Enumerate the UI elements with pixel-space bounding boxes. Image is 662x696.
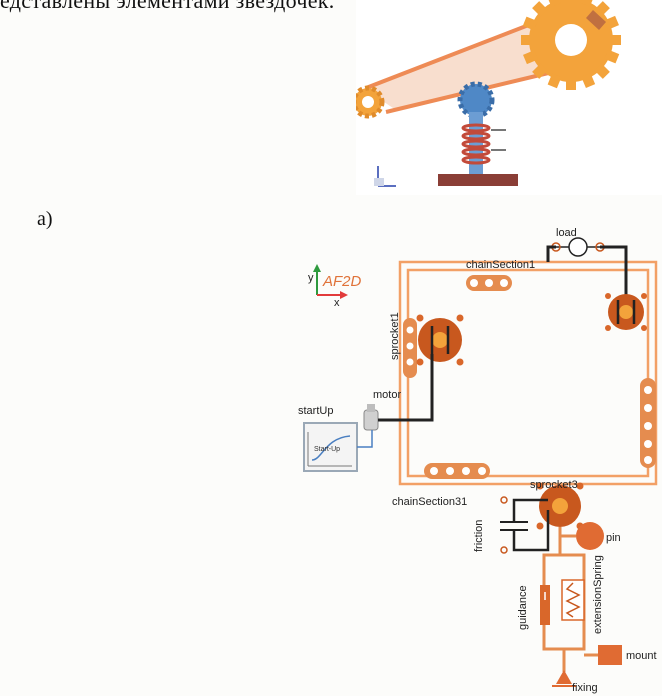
extension-spring-icon[interactable] — [561, 579, 585, 621]
chain-section1-label: chainSection1 — [466, 259, 535, 271]
axis-y-label: y — [308, 272, 314, 284]
chain-loop — [398, 260, 658, 486]
extension-spring-label: extensionSpring — [592, 555, 604, 634]
start-up-label: startUp — [298, 405, 333, 417]
load-label: load — [556, 227, 577, 239]
pin-label: pin — [606, 532, 621, 544]
guidance-icon[interactable] — [540, 585, 550, 625]
load-inertia-icon[interactable] — [551, 237, 605, 257]
chain-section2[interactable] — [640, 378, 656, 468]
frame-af2d-label: AF2D — [322, 273, 362, 290]
chain-section1[interactable] — [466, 275, 512, 291]
base-plate — [438, 174, 518, 186]
blue-gear-icon — [457, 81, 506, 174]
signal-wire — [357, 430, 373, 448]
sprocket1-icon[interactable] — [416, 314, 464, 366]
start-up-block-text: Start-Up — [314, 446, 340, 453]
pin-icon[interactable] — [560, 522, 604, 550]
chain-section31[interactable] — [424, 463, 490, 479]
figure-label: а) — [37, 208, 53, 230]
page-text-fragment: едставлены элементами звездочек. — [0, 0, 335, 13]
chain-section31-label: chainSection31 — [392, 496, 467, 508]
motor-icon[interactable] — [363, 404, 379, 431]
load-wire — [600, 245, 628, 300]
large-gear-icon — [521, 0, 621, 90]
mount-label: mount — [626, 650, 657, 662]
friction-icon[interactable] — [500, 496, 550, 554]
motor-label: motor — [373, 389, 401, 401]
frame-af2d-icon[interactable]: y x AF2D — [308, 264, 362, 309]
load-wire-left — [546, 245, 556, 262]
motor-wire — [378, 354, 434, 422]
axes-icon — [374, 166, 396, 187]
axis-x-label: x — [334, 297, 340, 309]
sprocket3-label: sprocket3 — [530, 479, 578, 491]
small-gear-icon — [356, 85, 385, 119]
fixing-label: fixing — [572, 682, 598, 694]
sprocket1-label: sprocket1 — [389, 312, 401, 360]
chain-drive-illustration — [356, 0, 662, 195]
sprocket2-icon[interactable] — [605, 293, 647, 331]
chain-section-left[interactable] — [403, 318, 417, 378]
start-up-block[interactable]: Start-Up — [303, 422, 358, 472]
friction-label: friction — [473, 520, 485, 552]
mount-icon[interactable] — [598, 645, 622, 665]
fixing-icon[interactable] — [552, 670, 576, 687]
guidance-label: guidance — [517, 585, 529, 630]
